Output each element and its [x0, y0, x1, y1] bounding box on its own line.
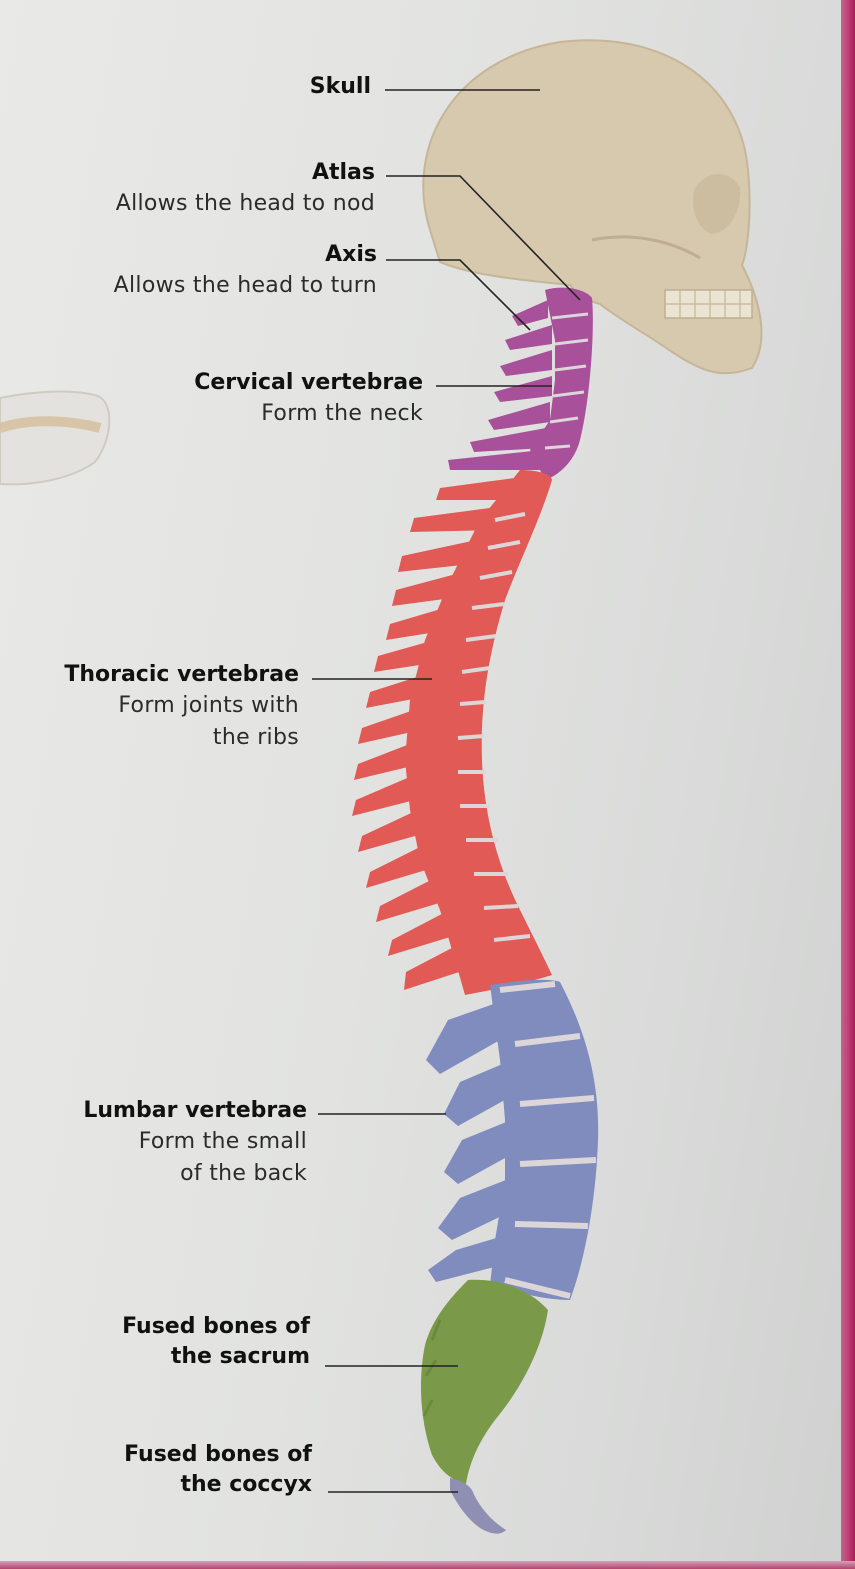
label-coccyx: Fused bones of the coccyx [124, 1440, 312, 1500]
label-thoracic-title: Thoracic vertebrae [64, 662, 299, 687]
label-atlas-title: Atlas [311, 160, 375, 185]
label-atlas: Atlas Allows the head to nod [116, 158, 375, 220]
label-thoracic-desc-1: Form joints with [118, 693, 299, 718]
leader-lines [312, 89, 581, 1493]
label-sacrum-title-2: the sacrum [170, 1344, 310, 1369]
label-axis-title: Axis [325, 242, 377, 267]
coccyx-shape [450, 1478, 506, 1534]
label-coccyx-title-1: Fused bones of [124, 1442, 312, 1467]
label-cervical-desc: Form the neck [261, 401, 423, 426]
label-sacrum: Fused bones of the sacrum [122, 1312, 310, 1372]
label-lumbar-title: Lumbar vertebrae [83, 1098, 307, 1123]
page-frame-bottom [0, 1561, 855, 1569]
label-cervical-title: Cervical vertebrae [194, 370, 423, 395]
label-cervical: Cervical vertebrae Form the neck [194, 368, 423, 430]
label-thoracic-desc-2: the ribs [212, 725, 299, 750]
label-coccyx-title-2: the coccyx [180, 1472, 312, 1497]
label-lumbar-desc-1: Form the small [138, 1129, 307, 1154]
label-axis-desc: Allows the head to turn [113, 273, 377, 298]
lumbar-vertebrae-shape [426, 979, 599, 1300]
leader-axis [386, 259, 531, 331]
label-lumbar: Lumbar vertebrae Form the small of the b… [83, 1096, 307, 1190]
sacrum-shape [420, 1279, 548, 1484]
label-skull-title: Skull [309, 74, 371, 99]
partial-bone-fragment [0, 390, 111, 486]
label-atlas-desc: Allows the head to nod [115, 191, 375, 216]
page-frame-right [841, 0, 855, 1569]
label-sacrum-title-1: Fused bones of [122, 1314, 310, 1339]
cervical-vertebrae-shape [448, 287, 593, 480]
label-lumbar-desc-2: of the back [180, 1161, 307, 1186]
label-thoracic: Thoracic vertebrae Form joints with the … [64, 660, 299, 754]
label-skull: Skull [310, 72, 371, 102]
skull-shape [422, 39, 763, 375]
label-axis: Axis Allows the head to turn [114, 240, 377, 302]
leader-atlas [386, 175, 581, 301]
thoracic-vertebrae-shape [352, 470, 552, 995]
